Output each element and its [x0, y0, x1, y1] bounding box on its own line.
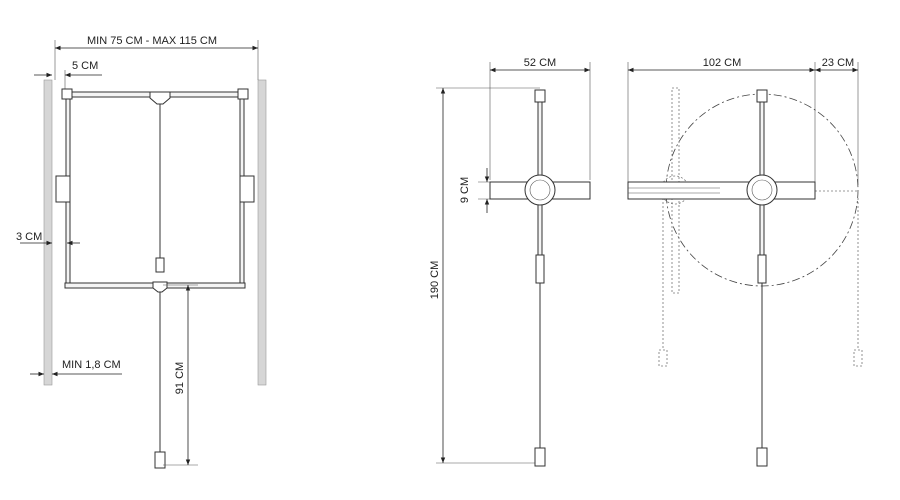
extended-bar: [627, 181, 816, 200]
offset-side-label: 3 CM: [16, 231, 42, 243]
handle-weight: [155, 257, 165, 273]
width-range-label: MIN 75 CM - MAX 115 CM: [87, 35, 217, 47]
top-rotation-view: 102 CM 23 CM: [627, 57, 863, 467]
lowered-height-label: 91 CM: [174, 362, 186, 394]
side-view: 52 CM 190 CM 9 CM: [429, 57, 591, 467]
swing-width-label: 102 CM: [703, 57, 742, 69]
pivot-hub: [524, 174, 556, 206]
total-height-label: 190 CM: [429, 261, 441, 300]
bar-height-label: 9 CM: [459, 177, 471, 203]
side-width-label: 52 CM: [524, 57, 556, 69]
front-view: MIN 75 CM - MAX 115 CM 5 CM 91 CM 3 CM M…: [16, 35, 267, 469]
right-bracket: [239, 175, 255, 203]
left-bracket: [55, 175, 71, 203]
wall-min-label: MIN 1,8 CM: [62, 359, 121, 371]
rotation-hub: [746, 174, 778, 206]
offset-top-label: 5 CM: [72, 60, 98, 72]
left-wall: [43, 79, 53, 386]
extension-label: 23 CM: [822, 57, 854, 69]
right-wall: [257, 79, 267, 386]
handle-weight-lowered: [154, 451, 166, 469]
